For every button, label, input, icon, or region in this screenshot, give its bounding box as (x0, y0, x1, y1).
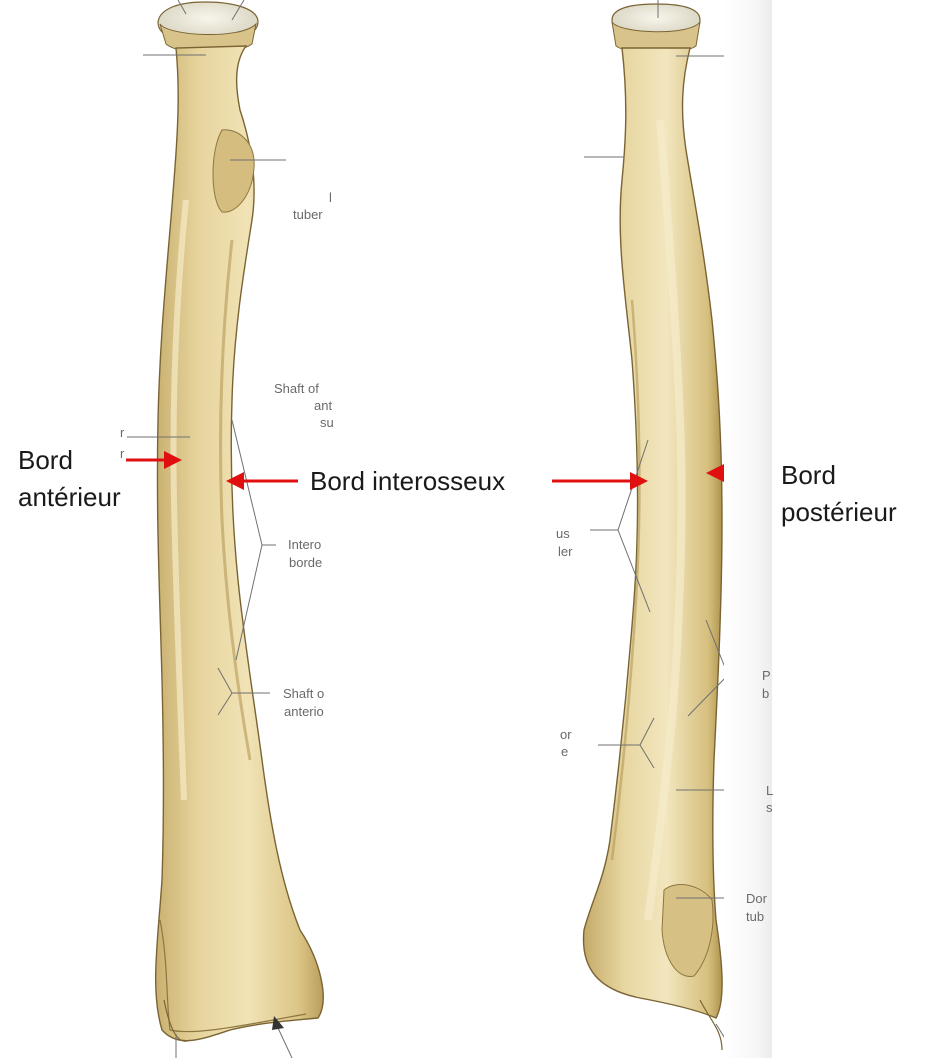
atlas-label-left-shaft-3: su (320, 415, 334, 430)
left-radius-anterior-view (156, 2, 324, 1041)
annotation-bord-anterieur-line1: Bord (18, 445, 73, 475)
arrow-bord-interosseux-right (552, 472, 648, 490)
atlas-label-left-shaft-1: Shaft of (274, 381, 319, 396)
atlas-label-right-p-2: b (762, 686, 769, 701)
annotation-bord-anterieur-line2: antérieur (18, 482, 121, 512)
atlas-label-left-tuber-1: l (329, 190, 332, 205)
atlas-label-right-dor-2: tub (746, 909, 764, 924)
atlas-label-left-r-2: r (120, 446, 124, 461)
annotation-bord-interosseux: Bord interosseux (310, 466, 505, 496)
atlas-label-left-intero-1: Intero (288, 537, 321, 552)
atlas-label-right-l-1: L (766, 783, 773, 798)
atlas-label-right-p-1: P (762, 668, 771, 683)
atlas-label-left-shaft-2: ant (314, 398, 332, 413)
atlas-label-left-shaft-ant-2: anterio (284, 704, 324, 719)
atlas-label-right-dor-1: Dor (746, 891, 767, 906)
atlas-label-right-l-2: s (766, 800, 773, 815)
atlas-label-right-us-2: ler (558, 544, 572, 559)
atlas-label-right-us-1: us (556, 526, 570, 541)
white-margin (772, 0, 929, 1058)
annotation-bord-posterieur-line2: postérieur (781, 497, 897, 527)
annotation-bord-posterieur-line1: Bord (781, 460, 836, 490)
atlas-label-right-or-1: or (560, 727, 572, 742)
atlas-label-left-intero-2: borde (289, 555, 322, 570)
atlas-label-left-shaft-ant-1: Shaft o (283, 686, 324, 701)
atlas-label-left-tuber-2: tuber (293, 207, 323, 222)
atlas-label-right-or-2: e (561, 744, 568, 759)
right-radius-posterior-view (583, 4, 722, 1050)
arrow-bord-interosseux-left (226, 472, 298, 490)
atlas-label-left-r-1: r (120, 425, 124, 440)
